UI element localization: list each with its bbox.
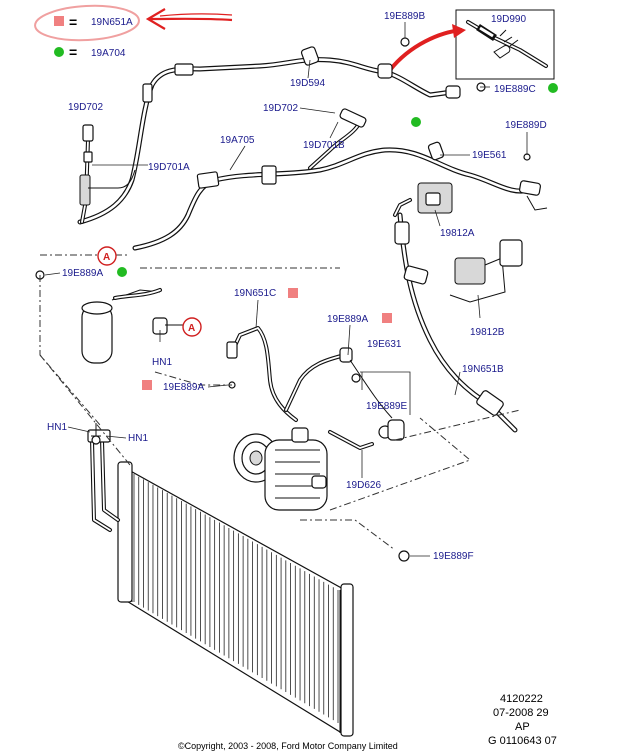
detail-inset — [455, 9, 555, 80]
legend-label-19a704: 19A704 — [91, 48, 126, 59]
label-19812a: 19812A — [440, 228, 475, 239]
legend-equals-2: = — [69, 44, 77, 60]
label-19e889d: 19E889D — [505, 120, 547, 131]
callout-a2: A — [182, 317, 202, 337]
label-19812b: 19812B — [470, 327, 505, 338]
line-19n651c — [226, 326, 393, 422]
inset-frame — [455, 9, 555, 80]
ref-line-1: 4120222 — [500, 693, 543, 705]
green-dot-icon — [548, 83, 558, 93]
suction-hose — [77, 46, 461, 225]
label-19n651b: 19N651B — [462, 364, 504, 375]
label-19e889e: 19E889E — [366, 401, 407, 412]
block-19812a — [417, 182, 453, 214]
ref-line-3: AP — [515, 721, 530, 733]
callout-a1: A — [97, 246, 117, 266]
receiver-dryer — [81, 288, 185, 364]
label-19e889f: 19E889F — [433, 551, 474, 562]
hose-19n651b — [393, 198, 518, 433]
label-19e631: 19E631 — [367, 339, 402, 350]
ref-line-4: G 0110643 07 — [488, 735, 557, 747]
legend-equals-1: = — [69, 14, 77, 30]
label-19e889b: 19E889B — [384, 11, 425, 22]
label-19d702-top: 19D702 — [68, 102, 103, 113]
label-19d701a: 19D701A — [148, 162, 190, 173]
red-square-icon — [142, 380, 152, 390]
svg-text:A: A — [188, 323, 195, 334]
label-hn1-dryer: HN1 — [152, 357, 172, 368]
green-dot-icon — [117, 267, 127, 277]
label-19e889c: 19E889C — [494, 84, 536, 95]
main-hose-lower — [132, 108, 548, 251]
label-19a705: 19A705 — [220, 135, 255, 146]
label-19d626: 19D626 — [346, 480, 381, 491]
label-19d990: 19D990 — [491, 14, 526, 25]
label-19d701b: 19D701B — [303, 140, 345, 151]
red-square-icon — [382, 313, 392, 323]
green-dot-icon — [54, 47, 64, 57]
ref-line-2: 07-2008 29 — [493, 707, 549, 719]
label-hn1-right: HN1 — [128, 433, 148, 444]
red-hand-circle — [34, 4, 140, 42]
legend: = 19N651A = 19A704 — [34, 4, 233, 60]
label-hn1-left: HN1 — [47, 422, 67, 433]
leader-lines — [44, 22, 528, 557]
red-arrow-icon — [145, 8, 233, 30]
red-curved-arrow — [388, 28, 463, 72]
red-square-icon — [54, 16, 64, 26]
label-19d702-mid: 19D702 — [263, 103, 298, 114]
label-19n651c: 19N651C — [234, 288, 276, 299]
red-arrow-shaft — [159, 13, 233, 17]
green-dot-icon — [411, 117, 421, 127]
phantom-lines — [39, 254, 521, 551]
legend-label-19n651a: 19N651A — [91, 17, 133, 28]
copyright-text: ©Copyright, 2003 - 2008, Ford Motor Comp… — [178, 741, 398, 751]
compressor — [233, 427, 328, 511]
label-19d594: 19D594 — [290, 78, 325, 89]
label-19e889a-mid: 19E889A — [327, 314, 368, 325]
block-19812b — [449, 239, 523, 303]
condenser — [87, 429, 354, 737]
pipe-19d701a — [79, 124, 136, 224]
label-19e889a-low: 19E889A — [163, 382, 204, 393]
svg-text:A: A — [103, 252, 110, 263]
label-19e561: 19E561 — [472, 150, 507, 161]
reference-block: 4120222 07-2008 29 AP G 0110643 07 — [488, 693, 557, 747]
pipe-19d626 — [328, 373, 405, 450]
part-labels: 19E889B 19D990 19D594 19E889C 19D702 19D… — [47, 11, 547, 562]
red-square-icon — [288, 288, 298, 298]
label-19e889a-left: 19E889A — [62, 268, 103, 279]
